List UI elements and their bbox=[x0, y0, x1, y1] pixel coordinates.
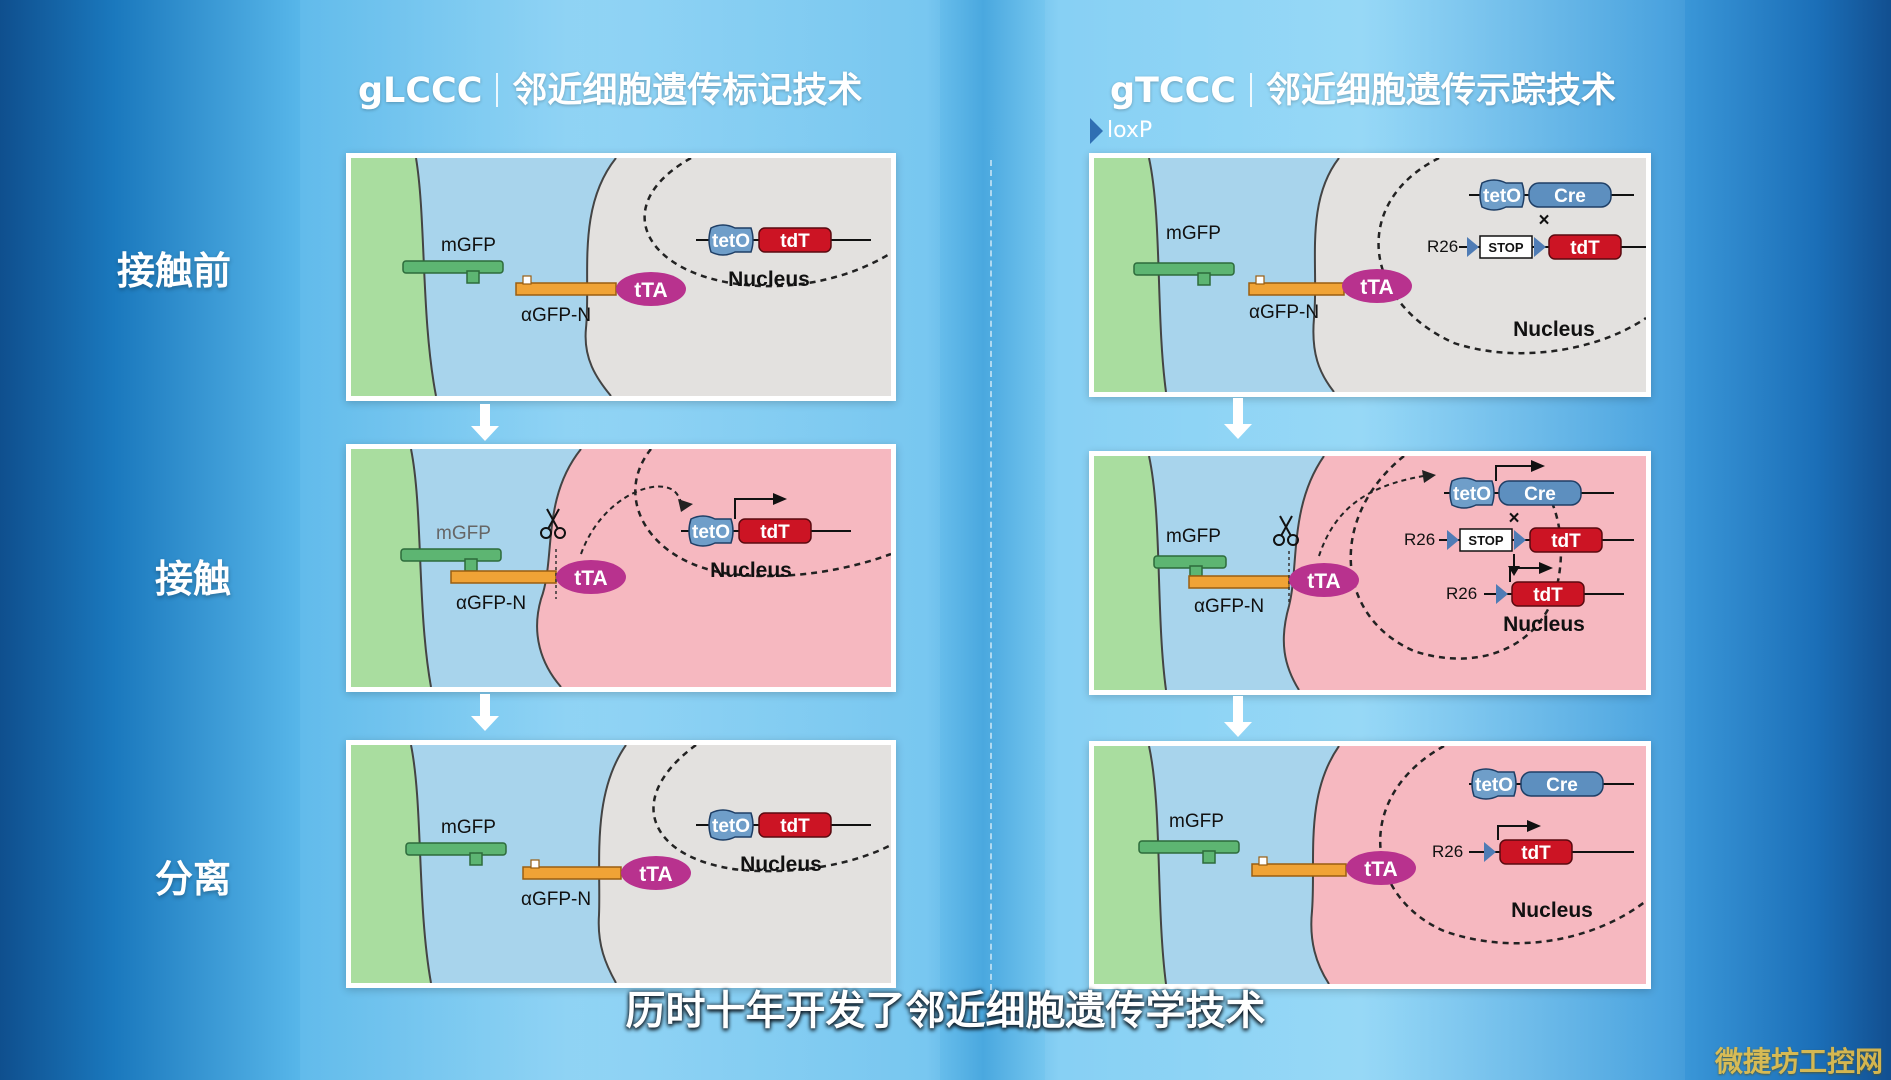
tta-label: tTA bbox=[639, 863, 672, 886]
mgfp-protein bbox=[403, 261, 503, 273]
agfp-n-label: αGFP-N bbox=[456, 593, 526, 614]
panel-glccc-before: mGFP αGFP-N tTA tetO tdT Nucleus bbox=[346, 153, 896, 401]
mgfp-stalk bbox=[1203, 851, 1215, 863]
agfp-n-notch bbox=[1259, 857, 1267, 865]
mgfp-label: mGFP bbox=[436, 523, 491, 544]
row-label-contact: 接触 bbox=[155, 548, 231, 603]
mgfp-label: mGFP bbox=[1166, 223, 1221, 244]
tdt-label: tdT bbox=[780, 231, 810, 252]
right-title: gTCCC 邻近细胞遗传示踪技术 bbox=[1110, 62, 1616, 113]
tdt-label: tdT bbox=[780, 816, 810, 837]
tdt-label: tdT bbox=[1521, 843, 1551, 864]
column-divider bbox=[990, 160, 992, 1000]
down-arrow-icon bbox=[470, 404, 500, 442]
r26-label: R26 bbox=[1427, 237, 1458, 256]
mgfp-protein bbox=[401, 549, 501, 561]
left-title: gLCCC 邻近细胞遗传标记技术 bbox=[358, 62, 862, 113]
mgfp-stalk bbox=[1198, 273, 1210, 285]
agfp-n-notch bbox=[1256, 276, 1264, 284]
teto-label: tetO bbox=[692, 522, 730, 543]
teto-label: tetO bbox=[1483, 186, 1521, 207]
right-title-name: 邻近细胞遗传示踪技术 bbox=[1266, 71, 1616, 111]
nucleus-label: Nucleus bbox=[710, 559, 792, 582]
title-separator bbox=[1250, 73, 1252, 107]
row-label-separate: 分离 bbox=[155, 848, 231, 903]
agfp-n-label: αGFP-N bbox=[521, 305, 591, 326]
mgfp-stalk bbox=[465, 559, 477, 571]
mgfp-protein bbox=[1134, 263, 1234, 275]
teto-label: tetO bbox=[1453, 484, 1491, 505]
mgfp-stalk bbox=[467, 271, 479, 283]
tdt-label: tdT bbox=[1551, 531, 1581, 552]
tdt-label: tdT bbox=[1570, 238, 1600, 259]
mgfp-protein bbox=[1139, 841, 1239, 853]
agfp-n-notch bbox=[531, 860, 539, 868]
panel-gtccc-before: mGFP αGFP-N tTA tetO Cre × R26 STOP tdT … bbox=[1089, 153, 1651, 397]
agfp-n-protein bbox=[516, 283, 616, 295]
nucleus-label: Nucleus bbox=[1503, 613, 1585, 636]
tta-label: tTA bbox=[574, 567, 607, 590]
loxp-legend: loxP bbox=[1090, 118, 1152, 144]
agfp-n-protein bbox=[1249, 283, 1344, 295]
left-title-code: gLCCC bbox=[358, 71, 482, 111]
video-subtitle: 历时十年开发了邻近细胞遗传学技术 bbox=[0, 978, 1891, 1036]
agfp-n-protein bbox=[523, 867, 621, 879]
right-title-code: gTCCC bbox=[1110, 71, 1236, 111]
r26-label: R26 bbox=[1432, 842, 1463, 861]
teto-label: tetO bbox=[712, 231, 750, 252]
panel-gtccc-contact: mGFP αGFP-N tTA tetO Cre × R26 STOP tdT … bbox=[1089, 451, 1651, 695]
nucleus-label: Nucleus bbox=[740, 853, 822, 876]
mgfp-label: mGFP bbox=[441, 817, 496, 838]
agfp-n-protein bbox=[1252, 864, 1346, 876]
agfp-n-label: αGFP-N bbox=[1194, 596, 1264, 617]
cre-label: Cre bbox=[1524, 484, 1556, 505]
tdt-label: tdT bbox=[760, 522, 790, 543]
nucleus-label: Nucleus bbox=[728, 268, 810, 291]
r26-label: R26 bbox=[1404, 530, 1435, 549]
teto-label: tetO bbox=[1475, 775, 1513, 796]
mgfp-label: mGFP bbox=[441, 235, 496, 256]
agfp-n-label: αGFP-N bbox=[1249, 302, 1319, 323]
panel-gtccc-separate: mGFP tTA tetO Cre R26 tdT Nucleus bbox=[1089, 741, 1651, 989]
tdt-label: tdT bbox=[1533, 585, 1563, 606]
nucleus-label: Nucleus bbox=[1513, 318, 1595, 341]
cross-symbol: × bbox=[1508, 508, 1519, 529]
tta-label: tTA bbox=[1307, 570, 1340, 593]
loxp-triangle-icon bbox=[1090, 118, 1103, 144]
mgfp-protein bbox=[406, 843, 506, 855]
panel-glccc-separate: mGFP αGFP-N tTA tetO tdT Nucleus bbox=[346, 740, 896, 988]
agfp-n-notch bbox=[523, 276, 531, 284]
cre-label: Cre bbox=[1554, 186, 1586, 207]
left-title-name: 邻近细胞遗传标记技术 bbox=[512, 71, 862, 111]
stop-label: STOP bbox=[1488, 240, 1523, 255]
r26-label: R26 bbox=[1446, 584, 1477, 603]
panel-glccc-contact: mGFP αGFP-N tTA tetO tdT Nucleus bbox=[346, 444, 896, 692]
mgfp-label: mGFP bbox=[1166, 526, 1221, 547]
tta-label: tTA bbox=[634, 279, 667, 302]
watermark: 微捷坊工控网 bbox=[1715, 1040, 1883, 1080]
loxp-legend-label: loxP bbox=[1107, 118, 1152, 143]
nucleus-label: Nucleus bbox=[1511, 899, 1593, 922]
cross-symbol: × bbox=[1538, 210, 1549, 231]
teto-label: tetO bbox=[712, 816, 750, 837]
agfp-n-protein bbox=[451, 571, 556, 583]
row-label-before: 接触前 bbox=[117, 240, 231, 295]
stop-label: STOP bbox=[1468, 533, 1503, 548]
cre-label: Cre bbox=[1546, 775, 1578, 796]
tta-label: tTA bbox=[1364, 858, 1397, 881]
mgfp-stalk bbox=[470, 853, 482, 865]
down-arrow-icon bbox=[470, 694, 500, 732]
agfp-n-protein bbox=[1189, 576, 1289, 588]
mgfp-stalk bbox=[1190, 566, 1202, 576]
down-arrow-icon bbox=[1223, 398, 1253, 440]
title-separator bbox=[496, 73, 498, 107]
mgfp-label: mGFP bbox=[1169, 811, 1224, 832]
down-arrow-icon bbox=[1223, 696, 1253, 738]
agfp-n-label: αGFP-N bbox=[521, 889, 591, 910]
tta-label: tTA bbox=[1360, 276, 1393, 299]
